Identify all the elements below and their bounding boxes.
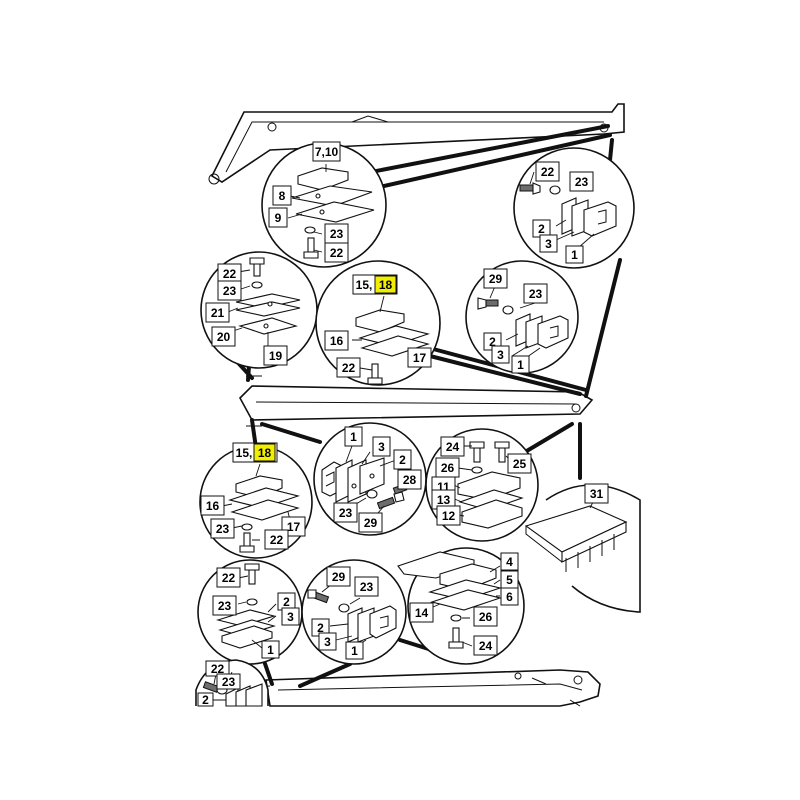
detail-wear-pad-19-21: 22 23 21 20 19 [200, 251, 318, 369]
label-17: 17 [287, 520, 301, 534]
label-9: 9 [275, 211, 282, 225]
label-15: 15, [356, 278, 373, 292]
label-23: 23 [222, 675, 236, 689]
label-18-highlighted: 18 [258, 446, 272, 460]
label-21: 21 [211, 306, 225, 320]
label-16: 16 [330, 334, 344, 348]
label-16: 16 [206, 499, 220, 513]
detail-wear-pad-11-13: 24 25 26 11 13 12 [425, 428, 539, 542]
label-29: 29 [364, 516, 378, 530]
label-3: 3 [545, 237, 552, 251]
detail-wear-pad-4-6: 4 5 6 14 26 24 [397, 547, 525, 665]
label-8: 8 [279, 189, 286, 203]
label-5: 5 [506, 573, 513, 587]
label-24: 24 [479, 639, 493, 653]
label-23: 23 [529, 287, 543, 301]
label-28: 28 [403, 473, 417, 487]
detail-wear-pad-1-3: 22 23 2 3 1 [197, 559, 303, 665]
label-1: 1 [571, 248, 578, 262]
label-7-10: 7,10 [315, 145, 339, 159]
page-bottom-margin [0, 707, 800, 800]
boom-structure [208, 103, 625, 707]
label-23: 23 [339, 506, 353, 520]
label-22: 22 [211, 662, 225, 676]
detail-cover-plate-31: 31 [524, 483, 641, 613]
label-17: 17 [413, 351, 427, 365]
label-1: 1 [517, 358, 524, 372]
highlight-18 [374, 275, 397, 294]
detail-slide-block-center: 1 3 2 28 23 29 [313, 422, 427, 536]
label-23: 23 [223, 284, 237, 298]
label-23: 23 [218, 599, 232, 613]
label-2: 2 [399, 453, 406, 467]
label-20: 20 [217, 330, 231, 344]
label-6: 6 [506, 590, 513, 604]
label-2: 2 [538, 222, 545, 236]
label-22: 22 [223, 267, 237, 281]
detail-wear-pad-7-10: 7,10 8 9 23 22 [261, 141, 387, 268]
label-22: 22 [270, 533, 284, 547]
label-23: 23 [330, 227, 344, 241]
label-2: 2 [202, 693, 209, 707]
label-4: 4 [506, 555, 513, 569]
label-22: 22 [222, 571, 236, 585]
label-26: 26 [441, 461, 455, 475]
label-29: 29 [489, 272, 503, 286]
label-26: 26 [479, 610, 493, 624]
detail-slide-block-top-right: 22 23 2 3 1 [513, 147, 635, 269]
label-3: 3 [287, 610, 294, 624]
label-23: 23 [360, 580, 374, 594]
label-31: 31 [590, 487, 604, 501]
label-3: 3 [497, 348, 504, 362]
detail-wear-pad-15-18-lower: 15, 18 16 23 17 22 [199, 442, 313, 559]
label-19: 19 [269, 349, 283, 363]
detail-slide-block-lower: 29 23 2 3 1 [301, 559, 407, 665]
detail-slide-block-bottom-left: 22 23 2 [195, 659, 269, 707]
label-23: 23 [575, 175, 589, 189]
label-23: 23 [216, 522, 230, 536]
detail-slide-block-right: 29 23 2 3 1 [465, 260, 579, 374]
label-22: 22 [541, 165, 555, 179]
label-1: 1 [267, 643, 274, 657]
label-3: 3 [324, 635, 331, 649]
detail-wear-pad-15-18-upper: 15, 18 16 17 22 [315, 260, 441, 386]
label-13: 13 [437, 493, 451, 507]
label-2: 2 [283, 595, 290, 609]
label-2: 2 [317, 621, 324, 635]
label-12: 12 [442, 509, 456, 523]
label-3: 3 [378, 440, 385, 454]
label-25: 25 [513, 457, 527, 471]
label-22: 22 [330, 246, 344, 260]
label-29: 29 [332, 570, 346, 584]
label-15: 15, [236, 446, 253, 460]
label-24: 24 [446, 440, 460, 454]
label-1: 1 [351, 644, 358, 658]
label-14: 14 [415, 606, 429, 620]
label-1: 1 [350, 430, 357, 444]
label-2: 2 [489, 335, 496, 349]
label-22: 22 [342, 361, 356, 375]
label-18-highlighted: 18 [379, 278, 393, 292]
highlight-18 [253, 443, 276, 462]
